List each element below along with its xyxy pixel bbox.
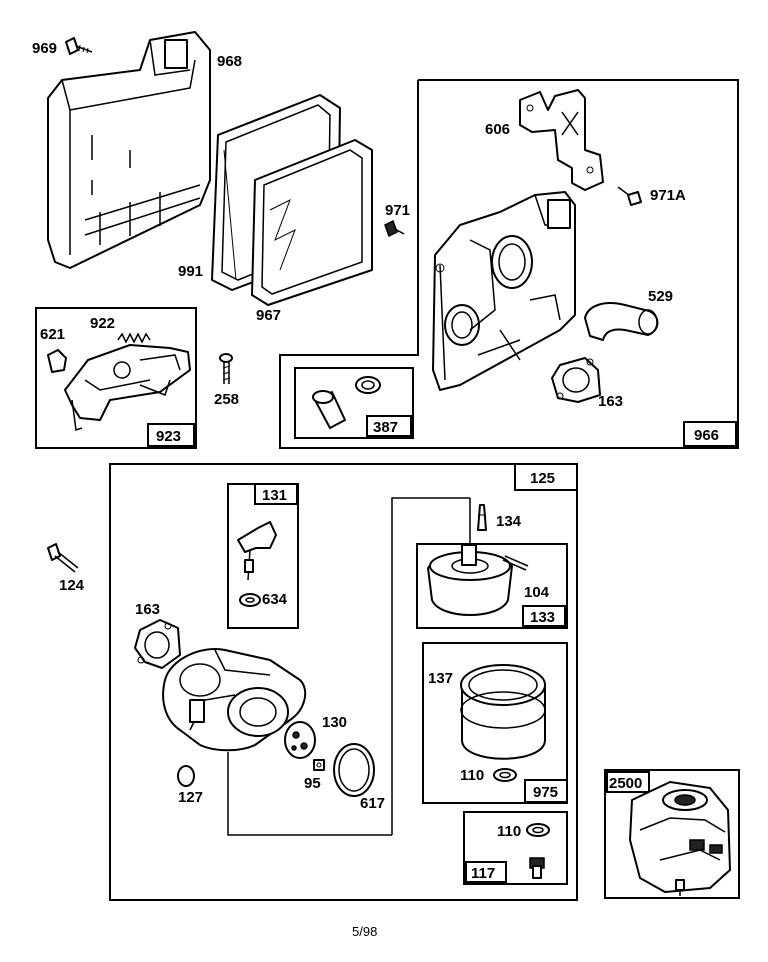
air-cleaner-body-part — [432, 191, 576, 391]
label-104: 104 — [524, 584, 550, 601]
tag-117-box — [465, 861, 507, 883]
leader-carb-line — [227, 752, 392, 836]
page-number: 5/98 — [352, 924, 377, 939]
label-966: 966 — [694, 427, 719, 444]
label-125: 125 — [530, 470, 555, 487]
label-634: 634 — [262, 591, 288, 608]
label-163-lower: 163 — [135, 601, 160, 618]
kit-117-outline — [463, 811, 568, 885]
float-bowl-137-part — [460, 664, 546, 760]
kit-2500-outline — [604, 769, 740, 899]
tag-966-box — [683, 421, 737, 447]
kit-966-outline — [279, 79, 739, 449]
tag-387-box — [366, 415, 412, 437]
fuel-filter-387-part — [312, 376, 381, 429]
label-606: 606 — [485, 121, 510, 138]
label-923: 923 — [156, 428, 181, 445]
pin-104-part — [502, 555, 529, 571]
label-95: 95 — [304, 775, 321, 792]
gasket-163-lower-part — [134, 619, 181, 669]
bracket-606-part — [519, 89, 604, 191]
label-967: 967 — [256, 307, 281, 324]
kit-923-outline — [35, 307, 197, 449]
governor-linkage-923-part — [64, 344, 191, 431]
label-969: 969 — [32, 40, 57, 57]
bolt-117-part — [529, 857, 545, 879]
label-258: 258 — [214, 391, 239, 408]
label-117: 117 — [471, 865, 495, 882]
carburetor-body-part — [162, 648, 307, 752]
washer-110-a-part — [493, 768, 517, 782]
label-134: 134 — [496, 513, 522, 530]
air-filter-part — [211, 94, 373, 306]
screw-258-part — [219, 353, 233, 384]
o-ring-127-part — [177, 765, 195, 787]
screw-971-part — [384, 219, 405, 238]
label-163-top: 163 — [598, 393, 623, 410]
air-cleaner-base-part — [47, 31, 211, 269]
kit-133-outline — [416, 543, 568, 629]
label-971a: 971A — [650, 187, 686, 204]
label-131: 131 — [262, 487, 287, 504]
o-ring-617-part — [333, 743, 375, 797]
spring-922-part — [117, 332, 151, 344]
label-133: 133 — [530, 609, 555, 626]
label-387: 387 — [373, 419, 398, 436]
kit-975-outline — [422, 642, 568, 804]
label-975: 975 — [533, 784, 558, 801]
float-133-part — [427, 544, 513, 616]
tag-2500-box — [606, 771, 650, 793]
engine-2500-part — [629, 781, 731, 896]
label-529: 529 — [648, 288, 673, 305]
tag-975-box — [524, 779, 568, 803]
label-137: 137 — [428, 670, 453, 687]
label-110-a: 110 — [460, 767, 484, 784]
label-991: 991 — [178, 263, 203, 280]
tag-125-box — [514, 463, 578, 491]
screw-971a-part — [617, 186, 642, 206]
label-971: 971 — [385, 202, 410, 219]
tag-133-box — [522, 605, 566, 627]
label-621: 621 — [40, 326, 65, 343]
diaphragm-130-part — [284, 721, 316, 759]
screw-95-part — [313, 759, 325, 771]
label-130: 130 — [322, 714, 347, 731]
tag-131-box — [254, 483, 298, 505]
kit-387-outline — [294, 367, 414, 439]
carburetor-assembly-outline — [109, 463, 578, 901]
washer-110-b-part — [526, 823, 550, 837]
needle-134-part — [477, 504, 487, 531]
label-124: 124 — [59, 577, 85, 594]
float-valve-634-part — [237, 521, 277, 607]
label-968: 968 — [217, 53, 242, 70]
label-127: 127 — [178, 789, 203, 806]
screw-124-part — [47, 543, 79, 573]
screw-969-part — [65, 37, 93, 55]
label-2500: 2500 — [609, 775, 642, 792]
label-110-b: 110 — [497, 823, 521, 840]
part-621-part — [47, 349, 67, 373]
tag-923-box — [147, 423, 195, 447]
breather-tube-529-part — [584, 302, 659, 341]
label-617: 617 — [360, 795, 385, 812]
gasket-163-top-part — [551, 357, 601, 403]
leader-bracket-line — [391, 497, 470, 835]
label-922: 922 — [90, 315, 115, 332]
